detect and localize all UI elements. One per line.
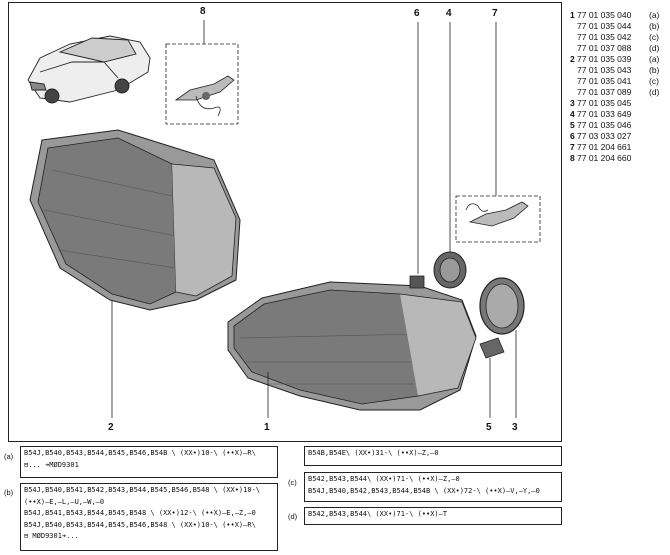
- part-4-ring: [433, 22, 467, 289]
- headlamp-left: [29, 129, 241, 418]
- headlamp-right: [227, 281, 477, 418]
- callout-8: 8: [200, 6, 206, 17]
- variant-line: B54J,B540,B543,B544,B545,B546,B54B \ (XX…: [24, 449, 256, 457]
- part-number-row: 77 01 035 042(c): [577, 32, 659, 42]
- variant-line: ⊟... ➔MØD9301: [24, 460, 79, 469]
- part-5-connector: [479, 337, 505, 418]
- variant-line: B54J,B540,B543,B544,B545,B546,B548 \ (XX…: [24, 520, 256, 529]
- variant-line: ⊟ MØD9301➔...: [24, 532, 79, 540]
- part-number-row: 77 01 037 089(d): [577, 87, 660, 97]
- variant-line: B54J,B541,B543,B544,B545,B548 \ (XX•)12-…: [24, 509, 256, 517]
- variant-box-a: B54J,B540,B543,B544,B545,B546,B54B \ (XX…: [20, 446, 278, 478]
- variant-box-c: B542,B543,B544\ (XX•)71-\ (••X)—Z,—0 B54…: [304, 472, 562, 502]
- variant-box-d: B542,B543,B544\ (XX•)71-\ (••X)—T: [304, 507, 562, 525]
- callout-6: 6: [414, 8, 420, 19]
- variant-line: B54J,B540,B542,B543,B544,B54B \ (XX•)72-…: [308, 486, 540, 495]
- callout-5: 5: [486, 422, 492, 433]
- callout-7: 7: [492, 8, 498, 19]
- part-3-cover: [479, 277, 525, 418]
- callout-2: 2: [108, 422, 114, 433]
- part-number-row: 77 01 035 041(c): [577, 76, 659, 86]
- part-number-row: 77 01 035 044(b): [577, 21, 660, 31]
- variant-box-b: B54J,B540,B541,B542,B543,B544,B545,B546,…: [20, 483, 278, 551]
- part-7-assembly: [455, 22, 541, 243]
- variant-tag-c: (c): [288, 478, 297, 487]
- diagram-frame: [8, 2, 562, 442]
- variant-line: B54B,B54E\ (XX•)31-\ (••X)—Z,—0: [308, 449, 439, 457]
- variant-tag-d: (d): [288, 512, 298, 521]
- variant-line: B542,B543,B544\ (XX•)71-\ (••X)—T: [308, 510, 448, 518]
- variant-tag-a: (a): [4, 452, 14, 461]
- variant-tag-b: (b): [4, 488, 14, 497]
- variant-box-top-right: B54B,B54E\ (XX•)31-\ (••X)—Z,—0: [304, 446, 562, 466]
- part-number-row: 77 01 037 088(d): [577, 43, 660, 53]
- part-number-row: 77 01 035 043(b): [577, 65, 660, 75]
- callout-3: 3: [512, 422, 518, 433]
- callout-4: 4: [446, 8, 452, 19]
- variant-line: B54J,B540,B541,B542,B543,B544,B545,B546,…: [24, 486, 261, 494]
- car-illustration: [27, 35, 151, 104]
- variant-line: B542,B543,B544\ (XX•)71-\ (••X)—Z,—0: [308, 475, 460, 483]
- part-6-cap: [409, 22, 425, 289]
- part-8-assembly: [165, 20, 239, 125]
- variant-line: (••X)—E,—L,—U,—W,—0: [24, 497, 105, 506]
- callout-1: 1: [264, 422, 270, 433]
